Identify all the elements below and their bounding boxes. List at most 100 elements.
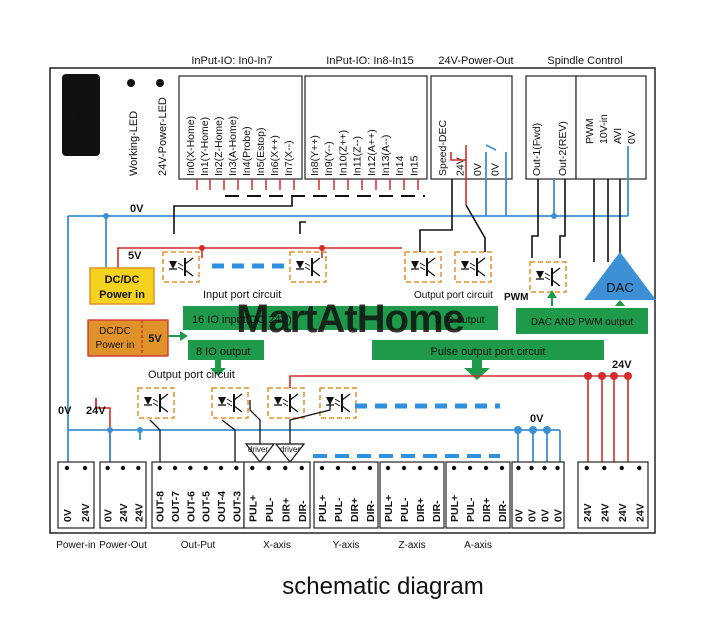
zero-volt-label-left: 0V bbox=[58, 405, 72, 417]
zero-volt-bus-top bbox=[67, 146, 629, 430]
terminal-icon bbox=[483, 465, 489, 471]
pin-label: In11(Z--) bbox=[352, 136, 364, 176]
terminal-pin-label: 24V bbox=[634, 503, 646, 522]
terminal-pin-label: DIR+ bbox=[415, 498, 427, 522]
terminal-pin-label: 24V bbox=[599, 503, 611, 522]
optocoupler-icon bbox=[404, 251, 442, 283]
junction bbox=[529, 426, 537, 434]
board-outline bbox=[49, 67, 656, 534]
terminal-pin-label: OUT-5 bbox=[201, 491, 213, 522]
header-spindle: Spindle Control bbox=[547, 55, 622, 67]
pin-label: In0(X-Home) bbox=[185, 116, 197, 176]
terminal-icon bbox=[451, 465, 457, 471]
pin-label: In3(A-Home) bbox=[227, 116, 239, 176]
pin-label: In10(Z++) bbox=[337, 130, 349, 176]
terminal-icon bbox=[136, 465, 141, 471]
terminal-icon bbox=[120, 465, 126, 471]
terminal-group-label: A-axis bbox=[464, 540, 492, 551]
pin-label: 0V bbox=[490, 163, 502, 176]
terminal-pin-label: DIR+ bbox=[481, 498, 493, 522]
terminal-icon bbox=[584, 465, 589, 471]
terminal-block: PUL+PUL-DIR+DIR-X-axis bbox=[243, 461, 311, 551]
terminal-pin-label: 0V bbox=[62, 509, 74, 522]
junction bbox=[103, 213, 109, 219]
power-led-icon bbox=[156, 79, 164, 87]
terminal-icon bbox=[283, 465, 288, 471]
driver-label: driver bbox=[248, 445, 268, 454]
terminal-icon bbox=[172, 465, 178, 471]
arrow-down-icon bbox=[210, 368, 226, 376]
terminal-group-label: Out-Put bbox=[181, 540, 216, 551]
pin-label: Speed-DEC bbox=[437, 120, 449, 176]
terminal-pin-label: OUT-6 bbox=[185, 491, 197, 522]
dcdc-power-in-bottom: DC/DC Power in 5V bbox=[87, 319, 169, 357]
junction bbox=[584, 372, 592, 380]
usb-connector: USB bbox=[62, 74, 100, 156]
terminal-pin-label: DIR- bbox=[431, 500, 443, 522]
pin-label: In7(X--) bbox=[283, 140, 295, 176]
terminal-pin-label: PUL+ bbox=[317, 495, 329, 522]
dac-pwm-bar bbox=[516, 308, 648, 334]
terminal-icon bbox=[602, 465, 607, 471]
junction bbox=[610, 372, 618, 380]
optocoupler-icon bbox=[529, 261, 567, 293]
junction bbox=[551, 213, 557, 219]
terminal-pin-label: 24V bbox=[617, 503, 629, 522]
terminal-pin-label: DIR- bbox=[497, 500, 509, 522]
spindle-wires bbox=[173, 179, 621, 262]
input-port-label: Input port circuit bbox=[203, 289, 281, 301]
terminal-pin-label: 0V bbox=[527, 509, 539, 522]
twenty-four-volt-label-right: 24V bbox=[612, 359, 632, 371]
terminal-icon bbox=[433, 465, 439, 471]
spindle-connector-b bbox=[575, 75, 647, 180]
terminal-icon bbox=[385, 465, 391, 471]
terminal-pin-label: PUL- bbox=[264, 497, 276, 522]
junction bbox=[107, 427, 113, 433]
dcdc-label-top-2: Power in bbox=[99, 289, 145, 301]
junction bbox=[199, 245, 205, 251]
terminal-pin-label: 0V bbox=[514, 509, 526, 522]
pin-label: Out-2(REV) bbox=[557, 121, 569, 176]
terminal-block: PUL+PUL-DIR+DIR-A-axis bbox=[445, 461, 511, 551]
terminal-icon bbox=[218, 465, 224, 471]
optocoupler-icon bbox=[454, 251, 492, 283]
terminal-pin-label: 0V bbox=[540, 509, 552, 522]
terminal-pin-label: PUL+ bbox=[449, 495, 461, 522]
working-led-label: Working-LED bbox=[128, 111, 140, 176]
terminal-pin-label: PUL+ bbox=[247, 495, 259, 522]
terminal-pin-label: 0V bbox=[553, 509, 565, 522]
header-input-io-b: InPut-IO: In8-In15 bbox=[326, 55, 413, 67]
input-connector-a bbox=[178, 75, 303, 180]
output-bar-top-label: 8 IO output bbox=[435, 315, 485, 326]
dcdc-label-bottom-1: DC/DC bbox=[99, 326, 131, 337]
terminal-icon bbox=[250, 465, 255, 471]
dac-pwm-label: DAC AND PWM output bbox=[531, 317, 633, 328]
pin-label: In15 bbox=[408, 155, 420, 176]
terminal-icon bbox=[555, 465, 560, 471]
optocouplers-bottom bbox=[137, 387, 357, 419]
driver-label: driver bbox=[280, 445, 300, 454]
terminal-icon bbox=[203, 465, 208, 471]
terminal-block: PUL+PUL-DIR+DIR-Z-axis bbox=[379, 461, 445, 551]
pin-label: 10V-in bbox=[598, 114, 610, 144]
pulse-arrow-stem bbox=[472, 360, 482, 368]
io-output-label: 8 IO output bbox=[196, 346, 250, 358]
terminal-pin-label: 24V bbox=[118, 503, 130, 522]
dcdc-power-in-top: DC/DC Power in bbox=[89, 267, 155, 305]
terminal-icon bbox=[529, 465, 534, 471]
pin-label: 0V bbox=[626, 131, 638, 144]
pwm-label: PWM bbox=[504, 292, 528, 303]
junction bbox=[514, 426, 522, 434]
junction bbox=[598, 372, 606, 380]
optocoupler-icon bbox=[319, 387, 357, 419]
pin-label: In12(A++) bbox=[366, 129, 378, 176]
optocoupler-icon bbox=[162, 251, 200, 283]
caption: schematic diagram bbox=[282, 573, 483, 600]
